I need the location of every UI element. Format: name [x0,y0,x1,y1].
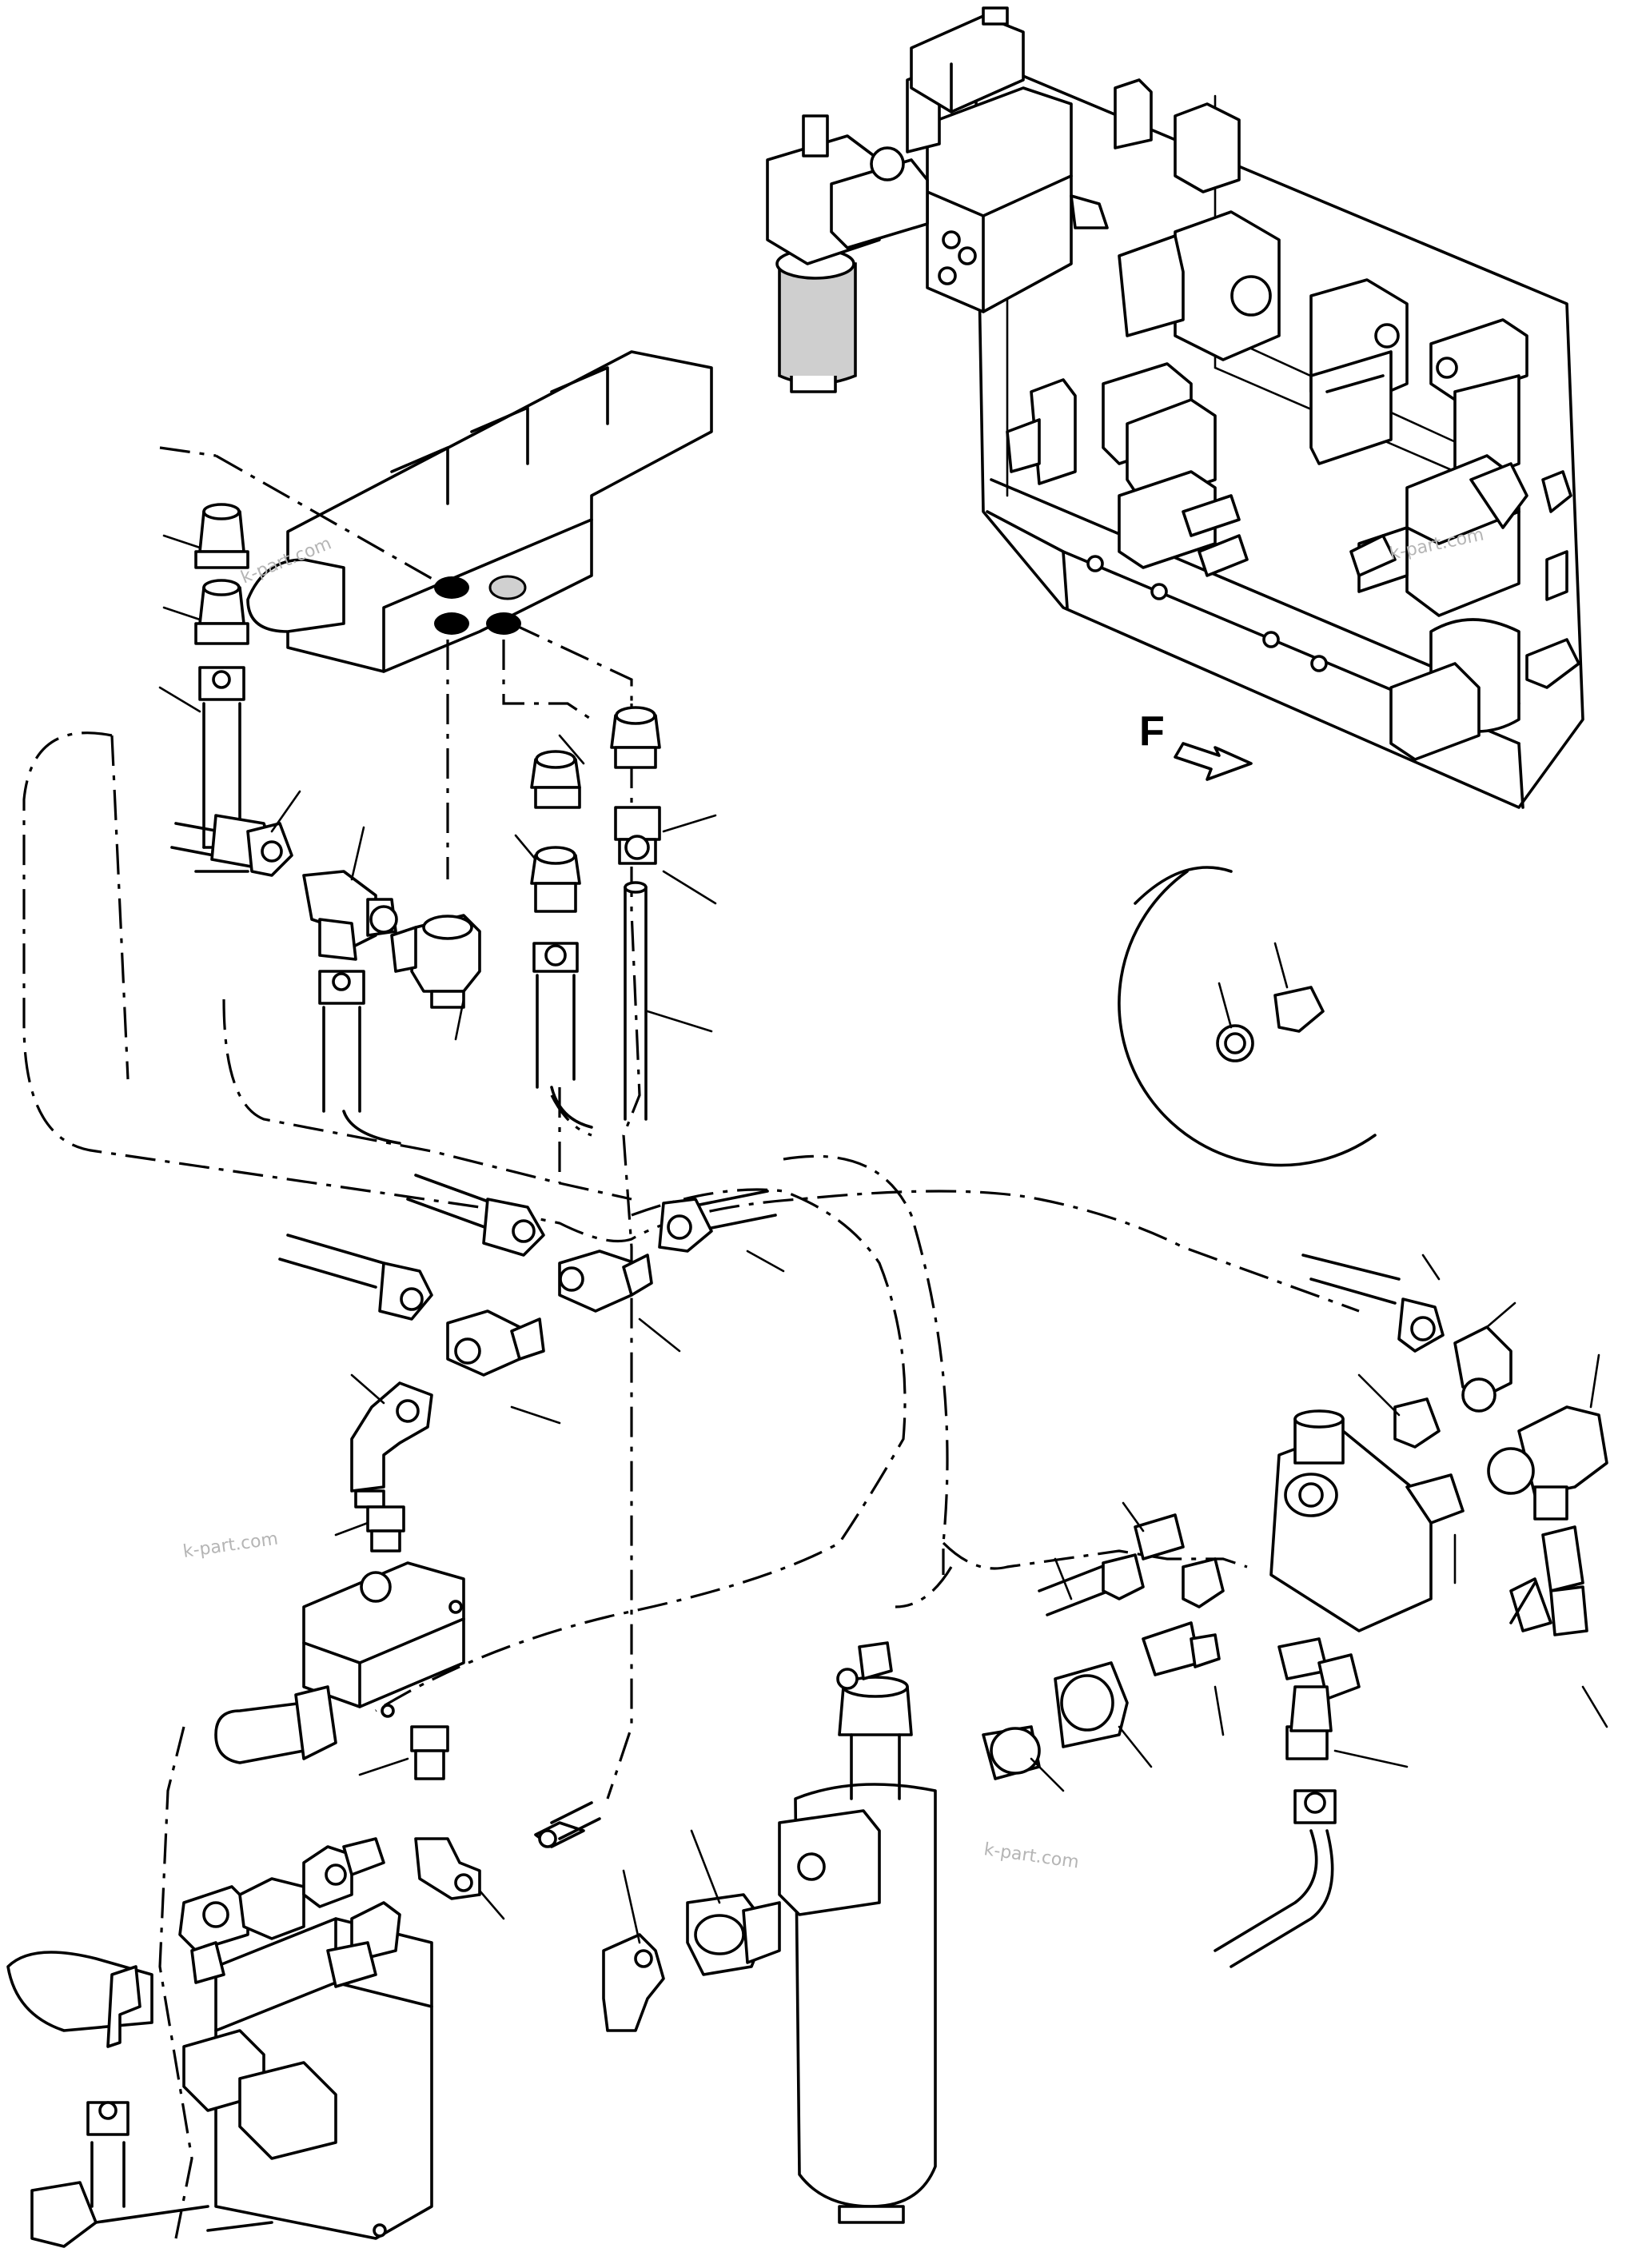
center-fittings-stack [530,706,661,1129]
center-block-valve [214,1561,601,1900]
left-fittings-stack [170,503,481,1145]
lower-left-manifold [6,1837,433,2248]
solenoid-valve [246,350,713,673]
view-direction-indicator: F [1139,708,1253,781]
detail-view-circle [1118,866,1377,1167]
hose-routing-lines [22,446,1360,2239]
view-arrow-icon [1174,742,1253,781]
watermark-text: k-part.com [982,1840,1080,1872]
main-valve-assembly [766,6,1584,809]
watermark-text: k-part.com [181,1529,279,1562]
view-label: F [1139,708,1165,755]
callout-leaders [158,534,1608,1944]
middle-hose-group [278,1174,777,1553]
return-filter [602,1641,937,2224]
